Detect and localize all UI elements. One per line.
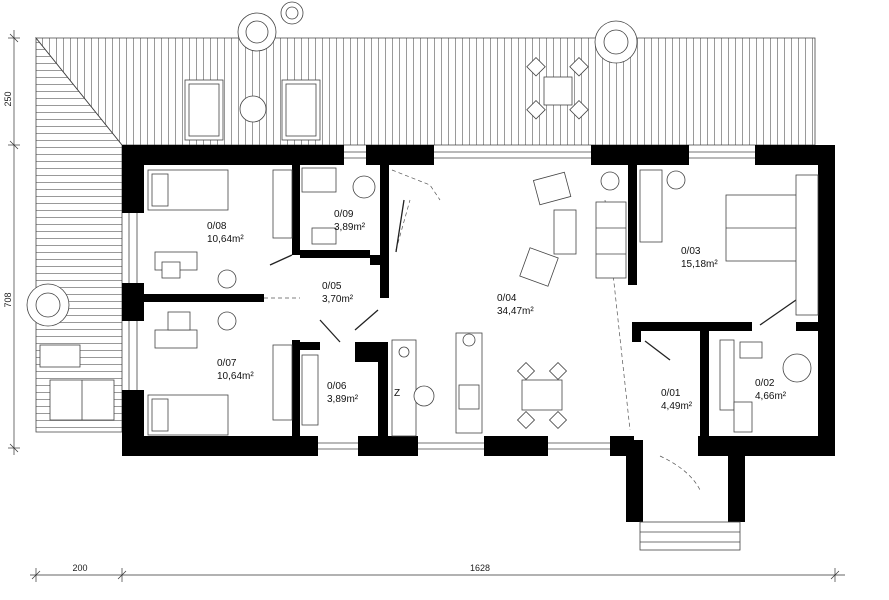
living-room-furniture [516,171,627,430]
room-0-08-area: 10,64m² [207,234,244,245]
room-0-02-code: 0/02 [755,378,775,389]
room-0-05-area: 3,70m² [322,294,354,305]
room-0-07-code: 0/07 [217,358,237,369]
room-0-01-area: 4,49m² [661,401,693,412]
furniture-room-0-08 [147,169,293,289]
room-0-04-area: 34,47m² [497,306,534,317]
terrace-furniture [39,56,589,421]
furniture-room-0-07 [147,311,293,436]
appliance-mark: Z [394,388,400,399]
room-0-06-code: 0/06 [327,381,347,392]
furniture-room-0-03 [639,169,819,316]
doors [269,199,797,361]
dimension-lines [8,30,845,582]
dimension-terrace-depth: 250 [3,91,13,106]
room-0-02-area: 4,66m² [755,391,787,402]
room-0-05-code: 0/05 [322,281,342,292]
room-0-09-code: 0/09 [334,209,354,220]
dimension-left-offset: 200 [72,563,87,573]
interior-walls [144,165,818,436]
room-0-06-area: 3,89m² [327,394,359,405]
tree-icon [26,1,638,327]
room-0-07-area: 10,64m² [217,371,254,382]
kitchen [391,332,483,437]
bathroom-fixtures [301,167,812,433]
room-0-09-area: 3,89m² [334,222,366,233]
room-labels: 0/08 10,64m² 0/09 3,89m² 0/05 3,70m² 0/0… [207,209,787,412]
entry-steps [639,521,741,551]
terrace [35,36,816,433]
exterior-walls [122,145,835,522]
windows [128,151,755,450]
room-0-03-area: 15,18m² [681,259,718,270]
dimension-house-depth: 708 [3,292,13,307]
room-0-03-code: 0/03 [681,246,701,257]
dimension-house-width: 1628 [470,563,490,573]
room-0-01-code: 0/01 [661,388,681,399]
room-0-04-code: 0/04 [497,293,517,304]
room-0-08-code: 0/08 [207,221,227,232]
